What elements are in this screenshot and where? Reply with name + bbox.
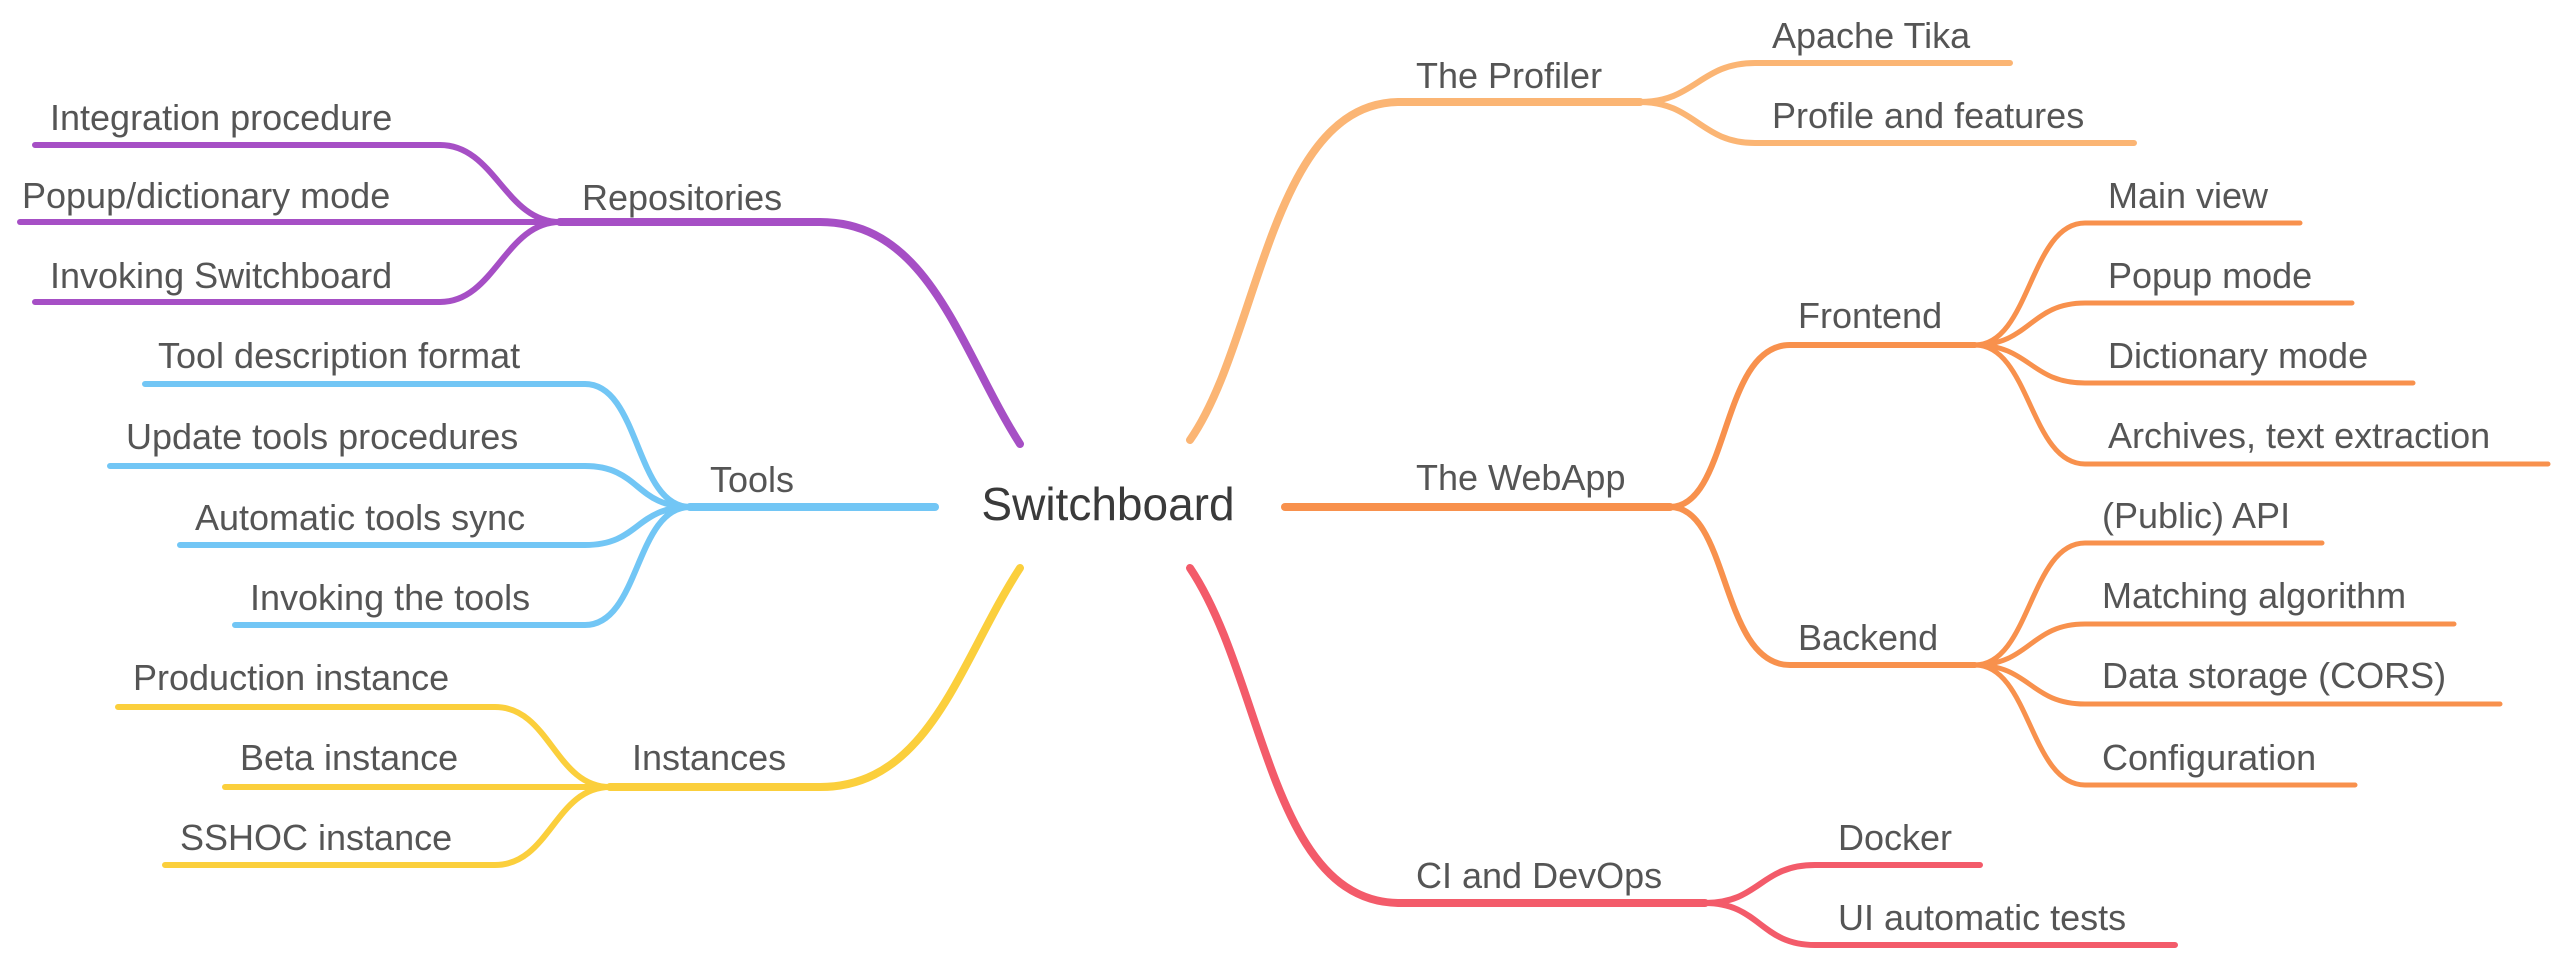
leaf-popup-mode[interactable]: Popup mode [2108,255,2312,296]
connector-root-instances [606,564,1024,791]
leaf-ui-automatic-tests[interactable]: UI automatic tests [1838,897,2126,938]
leaf-integration-procedure[interactable]: Integration procedure [50,97,392,138]
leaf-configuration[interactable]: Configuration [2102,737,2316,778]
branch-repositories [17,142,1024,448]
connector-profiler-leaf-2 [1637,99,2137,146]
leaf-automatic-tools-sync[interactable]: Automatic tools sync [195,497,525,538]
branch-label-repositories[interactable]: Repositories [582,177,782,218]
connector-frontend-leaf-2 [1972,300,2355,348]
leaf-docker[interactable]: Docker [1838,817,1952,858]
leaf-matching-algorithm[interactable]: Matching algorithm [2102,575,2406,616]
branch-label-instances[interactable]: Instances [632,737,786,778]
connector-frontend-leaf-3 [1972,342,2416,386]
connector-tools-leaf-4 [232,504,693,628]
leaf-invoking-switchboard[interactable]: Invoking Switchboard [50,255,392,296]
connector-frontend-leaf-1 [1972,220,2303,348]
leaf-dictionary-mode[interactable]: Dictionary mode [2108,335,2368,376]
leaf-invoking-the-tools[interactable]: Invoking the tools [250,577,530,618]
connector-cidevops-leaf-1 [1702,862,1983,906]
connector-profiler-leaf-1 [1637,60,2013,105]
leaf-archives-text-extraction[interactable]: Archives, text extraction [2108,415,2490,456]
connector-root-cidevops [1186,564,1709,907]
leaf-public-api[interactable]: (Public) API [2102,495,2290,536]
connector-tools-leaf-1 [142,381,693,510]
branch-the-profiler [1186,60,2137,444]
connector-instances-leaf-3 [162,784,613,868]
leaf-profile-and-features[interactable]: Profile and features [1772,95,2084,136]
leaf-data-storage-cors[interactable]: Data storage (CORS) [2102,655,2446,696]
leaf-main-view[interactable]: Main view [2108,175,2269,216]
branch-instances [115,564,1024,868]
branch-label-ci-and-devops[interactable]: CI and DevOps [1416,855,1662,896]
root-node-switchboard[interactable]: Switchboard [981,478,1234,530]
connector-webapp-backend [1667,504,1978,668]
connector-backend-leaf-4 [1972,662,2358,788]
connector-repositories-leaf-3 [32,219,563,305]
connector-root-repositories [556,218,1024,448]
branch-tools [107,381,939,628]
connector-backend-leaf-2 [1972,621,2457,668]
leaf-update-tools-procedures[interactable]: Update tools procedures [126,416,518,457]
leaf-popup-dictionary-mode[interactable]: Popup/dictionary mode [22,175,390,216]
connector-tools-leaf-2 [107,463,693,510]
leaf-sshoc-instance[interactable]: SSHOC instance [180,817,452,858]
branch-label-the-webapp[interactable]: The WebApp [1416,457,1625,498]
leaf-apache-tika[interactable]: Apache Tika [1772,15,1971,56]
branch-ci-and-devops [1186,564,2178,948]
connector-repositories-leaf-1 [32,142,563,225]
leaf-production-instance[interactable]: Production instance [133,657,449,698]
branch-label-frontend[interactable]: Frontend [1798,295,1942,336]
connector-backend-leaf-3 [1972,662,2503,707]
branch-label-the-profiler[interactable]: The Profiler [1416,55,1602,96]
connector-frontend-leaf-4 [1972,342,2551,467]
connector-webapp-frontend [1667,342,1978,510]
branch-label-backend[interactable]: Backend [1798,617,1938,658]
connector-instances-leaf-1 [115,704,613,790]
branch-the-webapp [1281,220,2551,788]
connector-root-profiler [1186,98,1644,444]
connector-cidevops-leaf-2 [1702,900,2178,948]
leaf-beta-instance[interactable]: Beta instance [240,737,458,778]
branch-label-tools[interactable]: Tools [710,459,794,500]
leaf-tool-description-format[interactable]: Tool description format [158,335,520,376]
connector-backend-leaf-1 [1972,540,2325,668]
